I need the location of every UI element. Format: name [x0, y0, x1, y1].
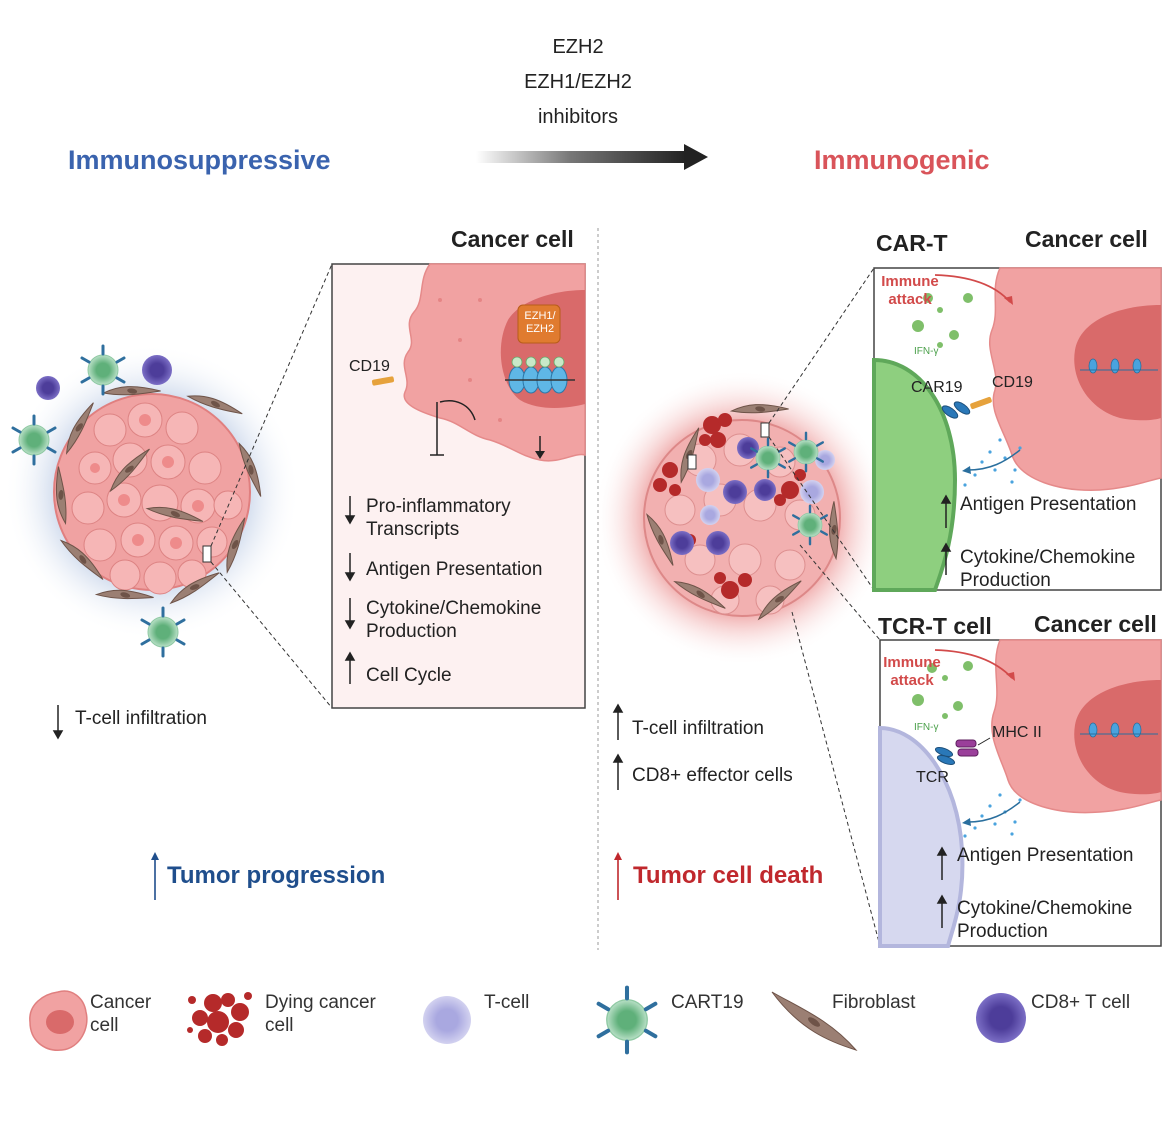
cd8-effector-label: CD8+ effector cells	[632, 765, 793, 786]
legend-cd8-t-cell: CD8+ T cell	[1031, 992, 1131, 1013]
immunosuppressive-title: Immunosuppressive	[68, 145, 331, 175]
tcr-title: TCR-T cell	[878, 613, 992, 639]
immunogenic-title: Immunogenic	[814, 145, 990, 175]
cart-box-title: Cancer cell	[1025, 226, 1148, 252]
left-t-cell-infiltration: T-cell infiltration	[75, 708, 207, 729]
effect-cytokine-production: Cytokine/Chemokine Production	[366, 598, 542, 642]
legend-cart19: CART19	[671, 992, 744, 1013]
tumor-progression-label: Tumor progression	[167, 862, 386, 889]
effect-cell-cycle: Cell Cycle	[366, 665, 452, 686]
cart-title: CAR-T	[876, 230, 948, 256]
tumor-progression-arrow	[151, 852, 159, 900]
tcr-antigen-presentation: Antigen Presentation	[957, 845, 1134, 866]
fibroblast-icon	[771, 991, 858, 1051]
legend-cancer-cell: Cancer cell	[90, 992, 152, 1036]
cart-cd19-label: CD19	[992, 374, 1033, 391]
cart-antigen-presentation: Antigen Presentation	[960, 494, 1137, 515]
effect-pro-inflammatory: Pro-inflammatory Transcripts	[366, 496, 511, 540]
legend-dying-cancer-cell: Dying cancer cell	[265, 992, 376, 1036]
left-immune-cells	[11, 344, 186, 658]
cart-box-art	[872, 267, 1162, 592]
tumor-cell-death-label: Tumor cell death	[633, 862, 824, 889]
cart-cytokine-production: Cytokine/Chemokine Production	[960, 547, 1136, 591]
tumor-death-arrow	[614, 852, 622, 900]
tcr-box-title: Cancer cell	[1034, 611, 1157, 637]
cd8-t-cell-icon	[976, 993, 1026, 1043]
right-t-cell-infiltration: T-cell infiltration	[632, 718, 764, 739]
left-box-title: Cancer cell	[451, 226, 574, 252]
effect-antigen-presentation: Antigen Presentation	[366, 559, 543, 580]
dying-cancer-cell-icon	[187, 992, 252, 1046]
legend-fibroblast: Fibroblast	[832, 992, 916, 1013]
left-cd19-label: CD19	[349, 358, 390, 375]
tcr-ifn-label: IFN-γ	[914, 722, 939, 733]
cart19-icon	[599, 988, 656, 1053]
left-detail-box-art	[331, 263, 586, 709]
treatment-arrow	[476, 144, 708, 170]
drug-line-2: EZH1/EZH2	[524, 71, 632, 93]
cancer-cell-icon	[29, 990, 88, 1051]
car19-label: CAR19	[911, 379, 963, 396]
drug-line-3: inhibitors	[537, 106, 619, 128]
legend-t-cell: T-cell	[484, 992, 530, 1013]
t-cell-icon	[423, 996, 471, 1044]
mhc-label: MHC II	[992, 724, 1042, 741]
tcr-cytokine-production: Cytokine/Chemokine Production	[957, 898, 1133, 942]
tcr-label: TCR	[916, 769, 949, 786]
right-tumor	[594, 370, 890, 666]
right-effect-arrows	[612, 703, 624, 790]
cart-immune-attack: Immune attack	[881, 273, 939, 308]
left-tumor	[4, 344, 300, 640]
tcr-immune-attack: Immune attack	[883, 654, 941, 689]
legend-icons	[29, 988, 1026, 1053]
cart-ifn-label: IFN-γ	[914, 346, 939, 357]
tcr-box-art	[878, 639, 1162, 948]
ezh-label: EZH1/ EZH2	[524, 310, 556, 335]
left-effect-arrows	[52, 496, 356, 740]
drug-line-1: EZH2	[552, 36, 604, 58]
